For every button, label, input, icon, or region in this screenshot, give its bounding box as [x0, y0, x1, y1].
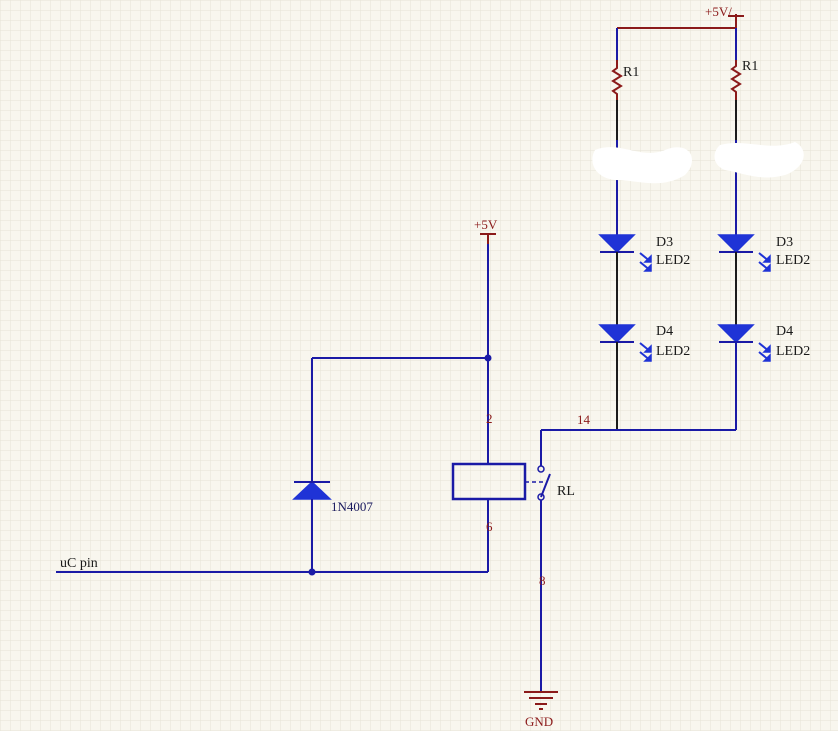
junction-top — [484, 354, 492, 362]
relay-switch — [525, 465, 551, 692]
pin-14-label: 14 — [577, 412, 591, 427]
d3-left-type: LED2 — [656, 253, 690, 268]
erased-patch-left — [592, 147, 693, 184]
resistor-left — [611, 60, 623, 100]
power-port-mid — [480, 233, 496, 464]
diode-1n4007 — [292, 480, 332, 572]
diode-top-wire — [311, 357, 488, 482]
d3-right-label: D3 — [776, 235, 793, 250]
ground-icon — [524, 691, 558, 710]
led-d4-left — [598, 324, 652, 362]
net-14-wire — [540, 429, 736, 466]
led-d3-left — [598, 234, 652, 272]
pin-8-label: 8 — [539, 573, 546, 588]
top-power-rail — [616, 14, 744, 60]
uc-pin-label: uC pin — [60, 556, 98, 571]
junction-bottom — [308, 568, 316, 576]
led-d4-right — [717, 324, 771, 362]
d4-left-label: D4 — [656, 324, 673, 339]
d4-right-label: D4 — [776, 324, 793, 339]
resistor-right-label: R1 — [742, 59, 758, 74]
gnd-label: GND — [525, 714, 553, 729]
pin-6-label: 6 — [486, 519, 493, 534]
vcc-top-label: +5V/ — [705, 4, 732, 19]
d3-left-label: D3 — [656, 235, 673, 250]
resistor-right — [730, 60, 742, 100]
d3-right-type: LED2 — [776, 253, 810, 268]
d4-left-type: LED2 — [656, 344, 690, 359]
diode-label: 1N4007 — [331, 499, 373, 514]
resistor-left-label: R1 — [623, 65, 639, 80]
erased-patch-right — [714, 142, 804, 178]
relay-label: RL — [557, 484, 575, 499]
pin-2-label: 2 — [486, 411, 493, 426]
d4-right-type: LED2 — [776, 344, 810, 359]
vcc-mid-label: +5V — [474, 217, 498, 232]
